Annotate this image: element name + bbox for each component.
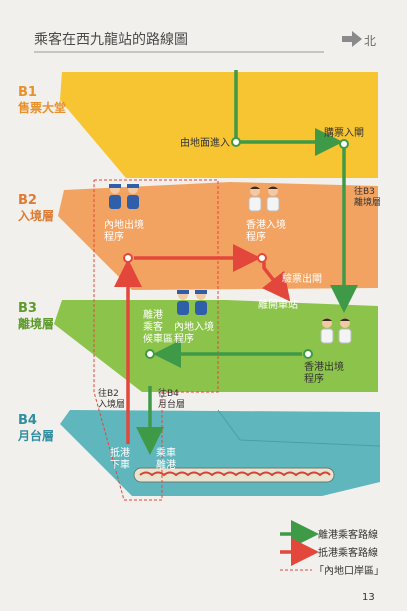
level-b1-code: B1 [18, 85, 37, 100]
label-waiting-hall: 離港乘客候車區 [143, 308, 173, 345]
label-leave-station: 離開車站 [258, 298, 298, 311]
train-icon [133, 467, 335, 483]
label-ticket-gate: 購票入閘 [324, 126, 364, 139]
page-number: 13 [362, 592, 375, 603]
hk-departure-node [303, 349, 313, 359]
band-b1 [60, 72, 378, 178]
level-b2-code: B2 [18, 193, 37, 208]
level-b3-name: 離境層 [18, 316, 54, 331]
page-title: 乘客在西九龍站的路線圖 [34, 31, 188, 48]
label-ground-entry: 由地面進入 [180, 136, 230, 149]
level-b2-name: 入境層 [18, 208, 54, 223]
level-b3-code: B3 [18, 301, 37, 316]
label-hk-departure: 香港出境程序 [304, 360, 344, 385]
mainland-departure-node [123, 253, 133, 263]
waiting-hall-node [145, 349, 155, 359]
arrival-route [114, 244, 291, 444]
legend-departure-label: 離港乘客路線 [318, 528, 378, 541]
north-arrow-icon [342, 31, 362, 47]
staff-icon [248, 186, 352, 344]
label-board-leave: 乘車離港 [156, 446, 176, 471]
label-ticket-exit: 驗票出閘 [282, 272, 322, 285]
label-mainland-departure: 內地出境程序 [104, 218, 144, 243]
label-mainland-entry: 內地入境程序 [174, 320, 214, 345]
legend-arrival-label: 抵港乘客路線 [318, 546, 378, 559]
ground-entry-node [231, 137, 241, 147]
b4-edge-line [217, 409, 381, 447]
north-label: 北 [364, 34, 376, 48]
label-hk-entry: 香港入境程序 [246, 218, 286, 243]
legend: 離港乘客路線 抵港乘客路線 「內地口岸區」 [280, 520, 384, 577]
label-arrive-hk: 抵港下車 [110, 446, 130, 471]
departure-route [136, 70, 358, 455]
officer-icon [109, 184, 207, 315]
legend-port-area-label: 「內地口岸區」 [314, 564, 384, 577]
band-b4 [60, 410, 380, 496]
band-b3 [54, 300, 378, 392]
ticket-gate-node [339, 139, 349, 149]
level-b4-name: 月台層 [17, 428, 54, 443]
hk-entry-node [257, 253, 267, 263]
level-b4-code: B4 [18, 413, 37, 428]
level-b1-name: 售票大堂 [18, 100, 66, 115]
